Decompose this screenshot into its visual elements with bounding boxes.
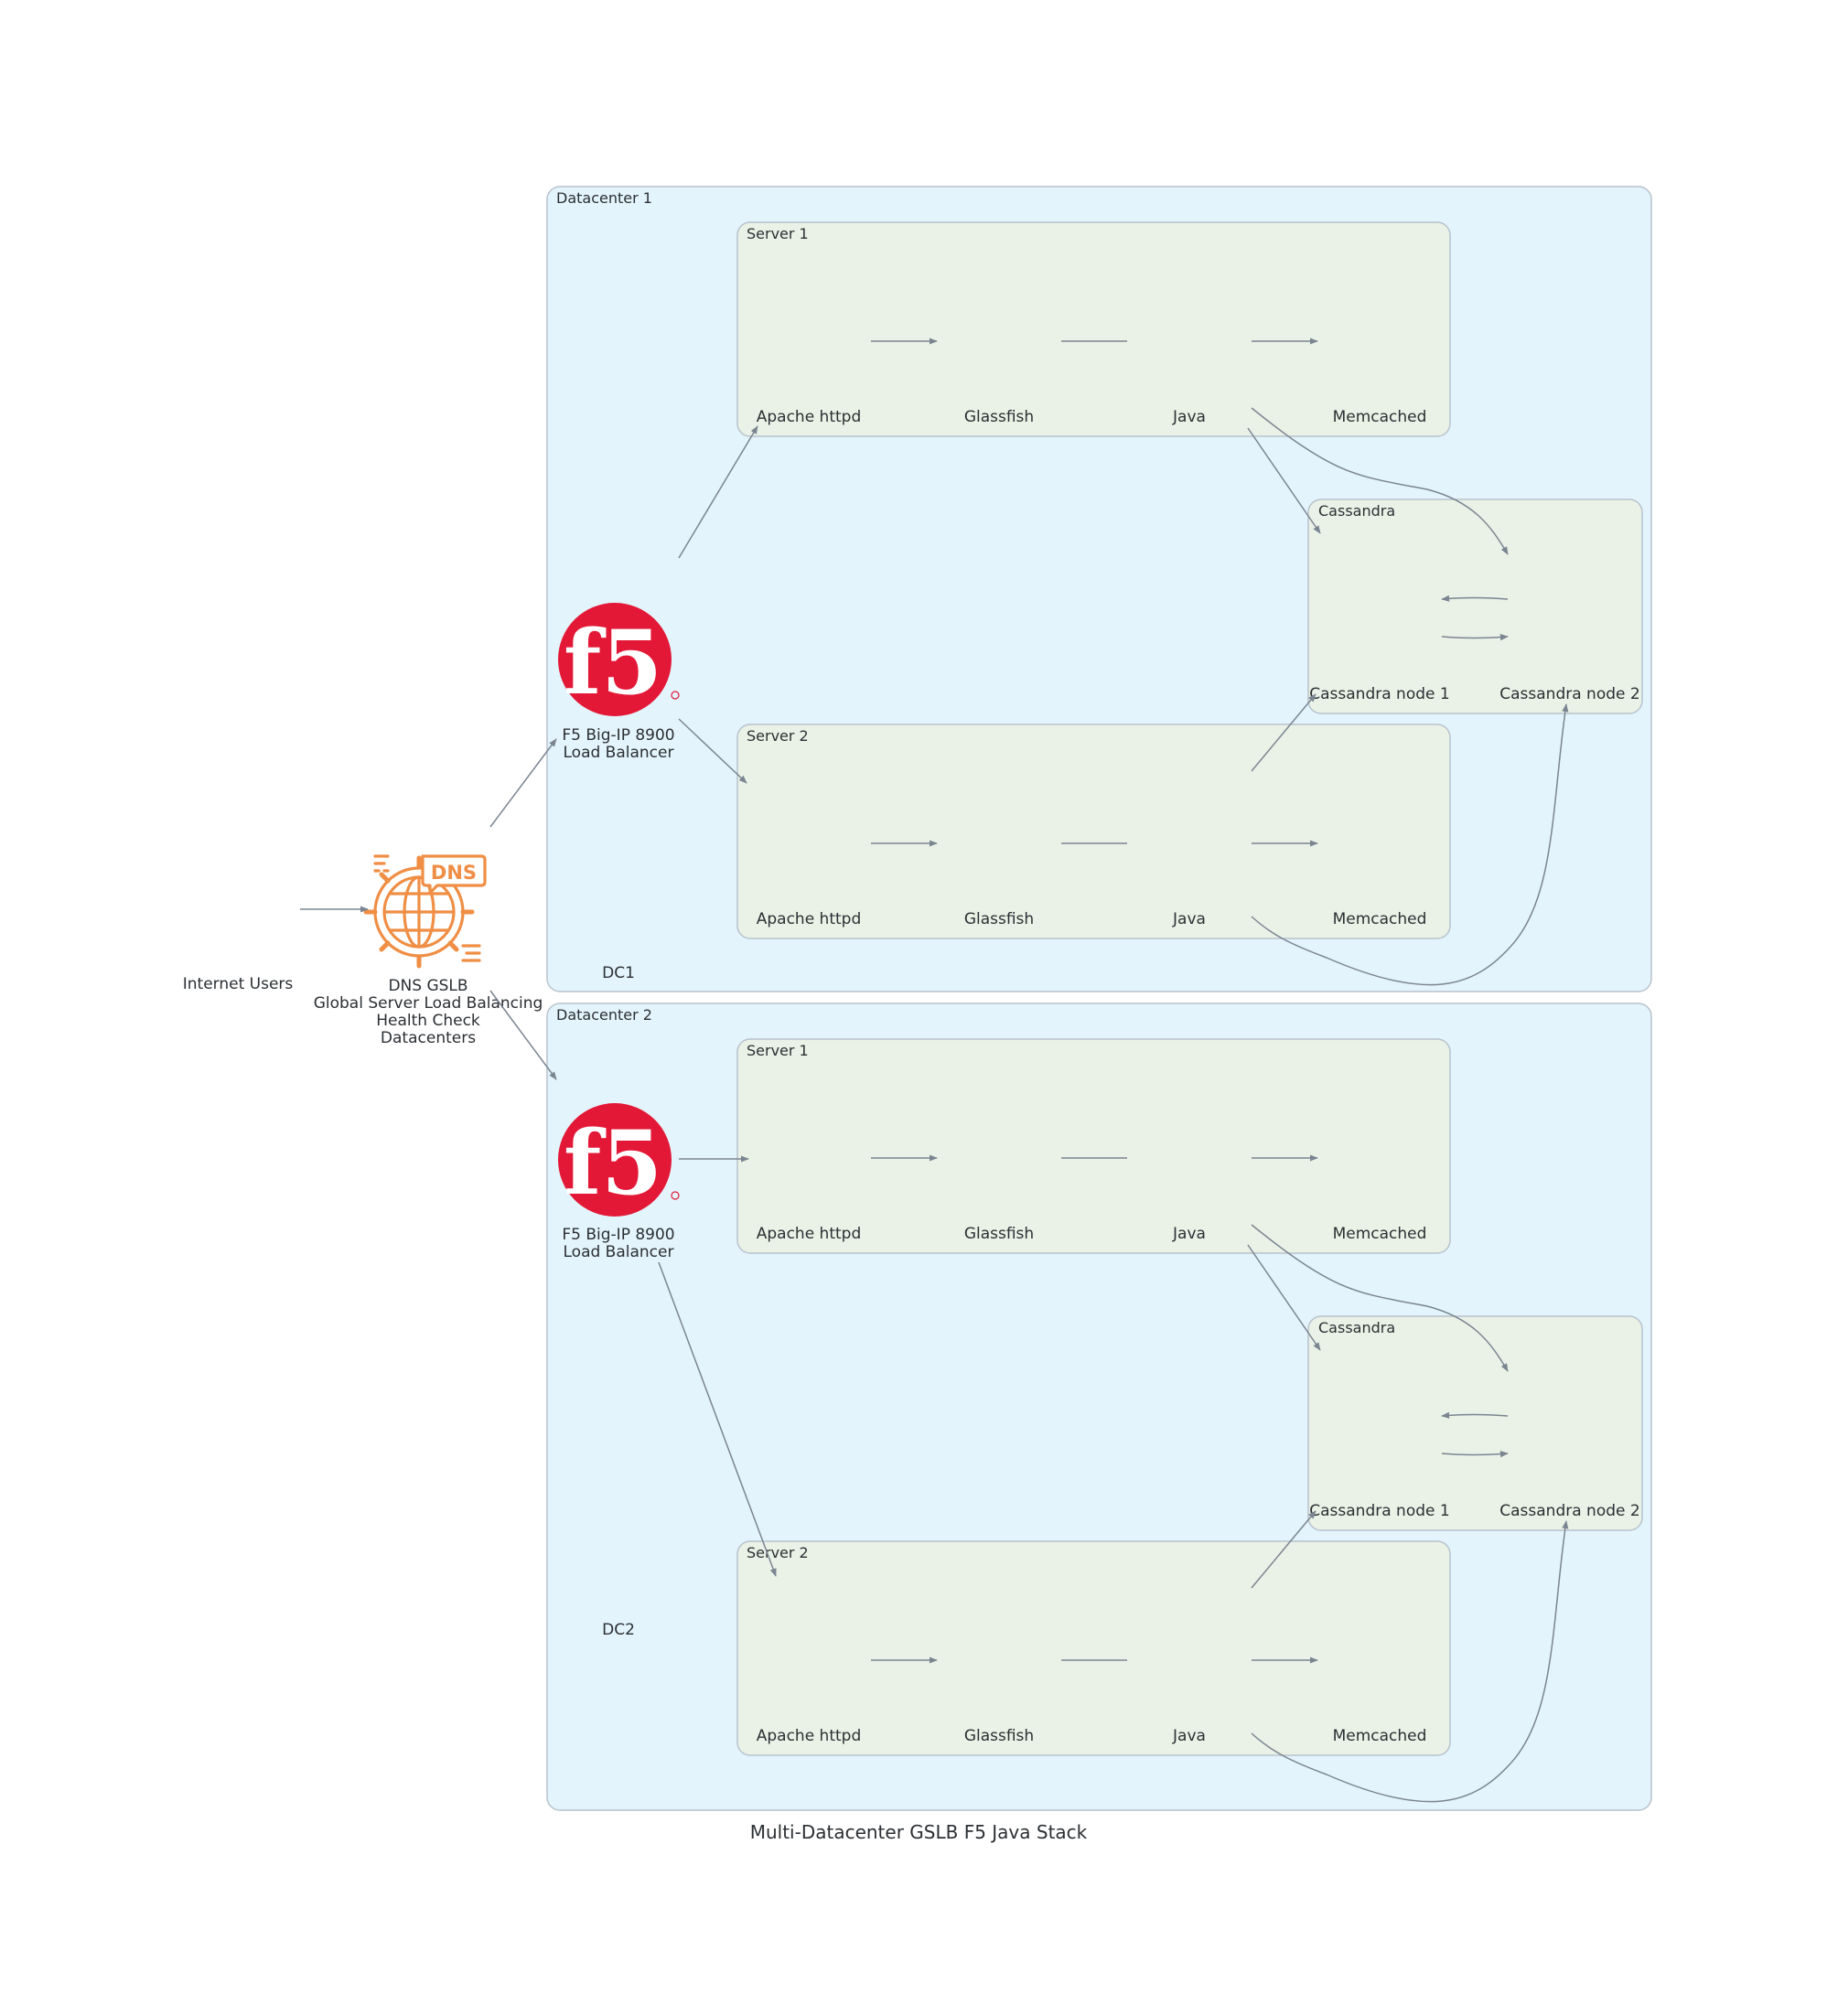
dc1-s1-apache-node: Apache httpd (757, 408, 862, 426)
dc1-s1-memcached-node: Memcached (1333, 408, 1427, 426)
diagram-title: Multi-Datacenter GSLB F5 Java Stack (750, 1821, 1088, 1843)
dc2-s1-memcached-node: Memcached (1333, 1225, 1427, 1243)
dns-label-line-4: Datacenters (381, 1029, 476, 1047)
edge-dc1-cassandra-2-to-1 (1441, 595, 1509, 602)
dc2-s2-apache-node: Apache httpd (757, 1727, 862, 1745)
dc2-lb-label-line-1: F5 Big-IP 8900 (562, 1226, 674, 1244)
dc1-f5-load-balancer: f5 F5 Big-IP 8900 Load Balancer (558, 603, 680, 762)
dns-label-line-1: DNS GSLB (388, 977, 467, 995)
dc2-server-2-nodes: Apache httpd Glassfish Java Memcached (757, 1727, 1427, 1745)
dns-label-line-3: Health Check (376, 1012, 480, 1030)
dc1-server-2-label: Server 2 (747, 727, 809, 745)
svg-text:f5: f5 (564, 611, 662, 714)
dns-badge-text: DNS (431, 862, 477, 884)
dc1-cassandra-node-2: Cassandra node 2 (1499, 685, 1639, 703)
dns-label-line-2: Global Server Load Balancing (314, 994, 543, 1013)
edge-dc2-s2-java-cassandra-1 (1251, 1510, 1317, 1589)
dc1-cassandra-cluster (1307, 499, 1643, 714)
dc1-s2-java-node: Java (1172, 910, 1206, 928)
dc2-s1-glassfish-node: Glassfish (964, 1225, 1034, 1243)
edge-dc2-s2-java-cassandra-2 (1251, 1520, 1569, 1803)
dc1-server-2-cluster (736, 724, 1451, 939)
dc2-lb-label-line-2: Load Balancer (564, 1243, 674, 1261)
dc2-f5-load-balancer: f5 F5 Big-IP 8900 Load Balancer (558, 1103, 680, 1261)
dc1-name-node: DC1 (602, 964, 635, 982)
datacenter-1: Datacenter 1 Server 1 Apache httpd Glass… (546, 186, 1652, 992)
svg-text:f5: f5 (564, 1111, 662, 1215)
dc1-s1-java-node: Java (1172, 408, 1206, 426)
dc2-server-1-label: Server 1 (747, 1042, 809, 1059)
dc2-server-1-nodes: Apache httpd Glassfish Java Memcached (757, 1225, 1427, 1243)
datacenter-1-cluster-label: Datacenter 1 (556, 189, 652, 207)
dc2-cassandra-node-2: Cassandra node 2 (1499, 1502, 1639, 1520)
dc1-lb-label-line-1: F5 Big-IP 8900 (562, 726, 674, 745)
dc1-lb-label-line-2: Load Balancer (564, 744, 674, 762)
dc1-cassandra-label: Cassandra (1318, 502, 1395, 520)
dc2-s2-memcached-node: Memcached (1333, 1727, 1427, 1745)
dc2-server-2-cluster (736, 1540, 1451, 1756)
edge-dns-to-dc1-lb (489, 738, 557, 828)
edge-dc1-lb-to-server-1 (678, 425, 758, 559)
datacenter-2: Datacenter 2 Server 1 Apache httpd Glass… (546, 1003, 1652, 1811)
dc1-server-1-cluster (736, 221, 1451, 437)
internet-users-label: Internet Users (183, 975, 294, 993)
f5-logo-icon: f5 (558, 603, 680, 716)
edge-dc2-s1-java-cassandra-2 (1251, 1224, 1509, 1372)
edge-dc2-s1-java-cassandra-1 (1247, 1244, 1321, 1351)
dc1-server-1-label: Server 1 (747, 225, 809, 242)
dc1-server-1-nodes: Apache httpd Glassfish Java Memcached (757, 408, 1427, 426)
dc1-s2-apache-node: Apache httpd (757, 910, 862, 928)
edge-dc1-s2-java-cassandra-2 (1251, 703, 1569, 986)
edges (300, 338, 1569, 1803)
edge-dns-to-dc2-lb (489, 990, 557, 1080)
edge-dc2-cassandra-1-to-2 (1441, 1451, 1509, 1458)
dc2-server-1-cluster (736, 1038, 1451, 1254)
dc2-server-2-label: Server 2 (747, 1544, 809, 1561)
dc2-cassandra-label: Cassandra (1318, 1319, 1395, 1336)
dns-gslb-node: DNS DNS GSLB Global Server Load Balancin… (314, 854, 543, 1047)
dc1-s2-glassfish-node: Glassfish (964, 910, 1034, 928)
edge-dc1-s1-java-cassandra-1 (1247, 427, 1321, 534)
dc1-cassandra-node-1: Cassandra node 1 (1309, 685, 1449, 703)
dc1-s2-memcached-node: Memcached (1333, 910, 1427, 928)
edge-dc1-s1-java-cassandra-2 (1251, 407, 1509, 555)
edge-dc2-cassandra-2-to-1 (1441, 1411, 1509, 1419)
edge-dc1-s2-java-cassandra-1 (1251, 693, 1317, 772)
datacenter-2-cluster-label: Datacenter 2 (556, 1006, 652, 1024)
dc2-s2-glassfish-node: Glassfish (964, 1727, 1034, 1745)
dc1-s1-glassfish-node: Glassfish (964, 408, 1034, 426)
f5-logo-icon: f5 (558, 1103, 680, 1217)
edge-dc1-cassandra-1-to-2 (1441, 634, 1509, 641)
dc1-server-2-nodes: Apache httpd Glassfish Java Memcached (757, 910, 1427, 928)
dc2-s1-apache-node: Apache httpd (757, 1225, 862, 1243)
dc2-s1-java-node: Java (1172, 1225, 1206, 1243)
dc2-cassandra-cluster (1307, 1315, 1643, 1531)
dc2-cassandra-node-1: Cassandra node 1 (1309, 1502, 1449, 1520)
dc2-s2-java-node: Java (1172, 1727, 1206, 1745)
edge-dc2-lb-to-server-2 (658, 1261, 777, 1577)
dns-globe-gear-icon (363, 854, 487, 969)
internet-users-node: Internet Users (183, 975, 294, 993)
dc2-name-node: DC2 (602, 1621, 635, 1639)
edge-dc1-lb-to-server-2 (678, 718, 747, 784)
